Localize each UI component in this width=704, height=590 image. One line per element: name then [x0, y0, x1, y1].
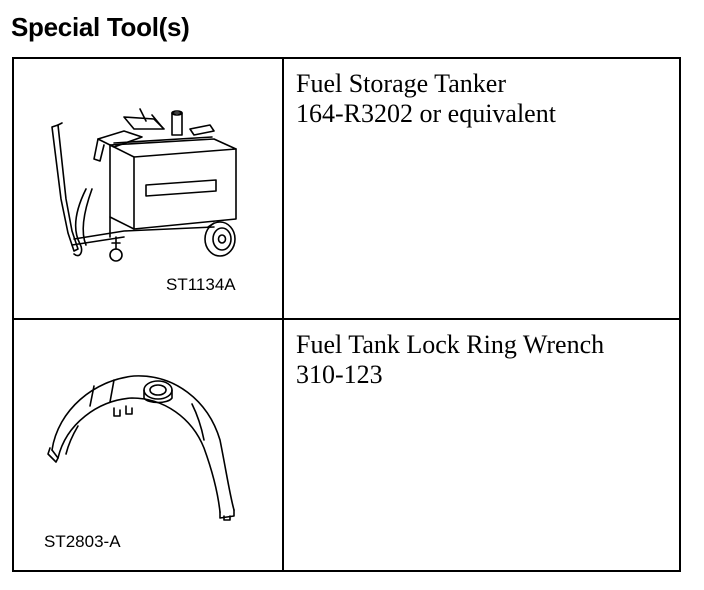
illustration-label: ST1134A	[166, 275, 236, 294]
tool-description-cell: Fuel Tank Lock Ring Wrench 310-123	[284, 320, 679, 570]
fuel-storage-tanker-icon	[51, 108, 237, 262]
tool-row-fuel-storage-tanker: ST1134A Fuel Storage Tanker 164-R3202 or…	[14, 59, 679, 320]
tool-description: Fuel Tank Lock Ring Wrench 310-123	[296, 330, 604, 390]
tool-part-number: 164-R3202 or equivalent	[296, 99, 556, 128]
special-tools-table: ST1134A Fuel Storage Tanker 164-R3202 or…	[12, 57, 681, 572]
tool-illustration-cell: ST1134A	[14, 59, 284, 318]
lock-ring-wrench-icon	[47, 375, 235, 521]
tool-name: Fuel Storage Tanker	[296, 69, 506, 98]
tool-row-lock-ring-wrench: ST2803-A Fuel Tank Lock Ring Wrench 310-…	[14, 320, 679, 570]
tool-part-number: 310-123	[296, 360, 383, 389]
page-title: Special Tool(s)	[11, 12, 190, 42]
tool-illustration-cell: ST2803-A	[14, 320, 284, 570]
tool-description-cell: Fuel Storage Tanker 164-R3202 or equival…	[284, 59, 679, 318]
tool-name: Fuel Tank Lock Ring Wrench	[296, 330, 605, 359]
illustration-label: ST2803-A	[44, 532, 121, 551]
tool-description: Fuel Storage Tanker 164-R3202 or equival…	[296, 69, 556, 129]
